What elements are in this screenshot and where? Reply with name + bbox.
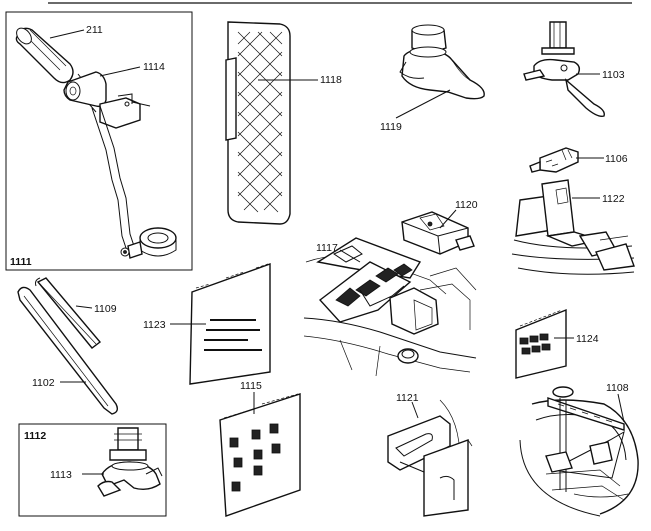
- grip-211: [15, 27, 74, 84]
- label-1123: 1123: [143, 319, 166, 331]
- label-1103: 1103: [602, 69, 625, 81]
- leader-1120: [439, 209, 457, 229]
- part-1108-group: 1108: [519, 382, 639, 517]
- label-1115: 1115: [240, 380, 262, 392]
- part-1120-group: 1120: [401, 199, 478, 255]
- block-1114: [63, 71, 107, 108]
- part-1121-group: 1121: [387, 392, 473, 517]
- part-1106-group: 1106: [529, 147, 628, 173]
- part-1111-box: [5, 11, 193, 271]
- leader-1117: [339, 249, 361, 263]
- label-1120: 1120: [455, 199, 478, 211]
- bracket: [99, 93, 151, 129]
- part-1118-group: 1118: [225, 21, 342, 225]
- label-1111: 1111: [10, 256, 32, 268]
- leader-1121: [411, 401, 419, 419]
- part-1111-group: 211 1114 1111: [5, 11, 193, 271]
- leader-211: [49, 29, 85, 39]
- label-1113: 1113: [50, 469, 72, 481]
- part-1112-group: 1112 1113: [18, 423, 167, 517]
- leader-1114: [99, 66, 141, 77]
- leader-1109: [75, 305, 93, 309]
- label-211: 211: [86, 24, 103, 36]
- part-1102-group: 1102: [17, 286, 119, 415]
- label-1114: 1114: [143, 61, 165, 73]
- ring-1111: [120, 227, 177, 259]
- part-1115-group: 1115: [219, 380, 301, 517]
- leader-1119: [395, 89, 451, 119]
- part-1119-group: 1119: [380, 24, 485, 133]
- part-1124-group: 1124: [515, 308, 599, 379]
- label-1102: 1102: [32, 377, 55, 389]
- label-1118: 1118: [320, 74, 342, 86]
- part-1112-box: [18, 423, 167, 517]
- label-1109: 1109: [94, 303, 117, 315]
- part-1103-group: 1103: [523, 21, 625, 118]
- part-1123-group: 1123: [143, 263, 271, 385]
- part-1117-group: 1117: [303, 237, 477, 377]
- label-1124: 1124: [576, 333, 599, 345]
- part-1122-group: 1122: [511, 179, 635, 275]
- label-1108: 1108: [606, 382, 629, 394]
- part-1109-group: 1109: [35, 277, 117, 349]
- label-1121: 1121: [396, 392, 419, 404]
- label-1112: 1112: [24, 430, 46, 442]
- label-1119: 1119: [380, 121, 402, 133]
- label-1117: 1117: [316, 242, 338, 254]
- label-1122: 1122: [602, 193, 625, 205]
- label-1106: 1106: [605, 153, 628, 165]
- leader-1108: [617, 393, 625, 423]
